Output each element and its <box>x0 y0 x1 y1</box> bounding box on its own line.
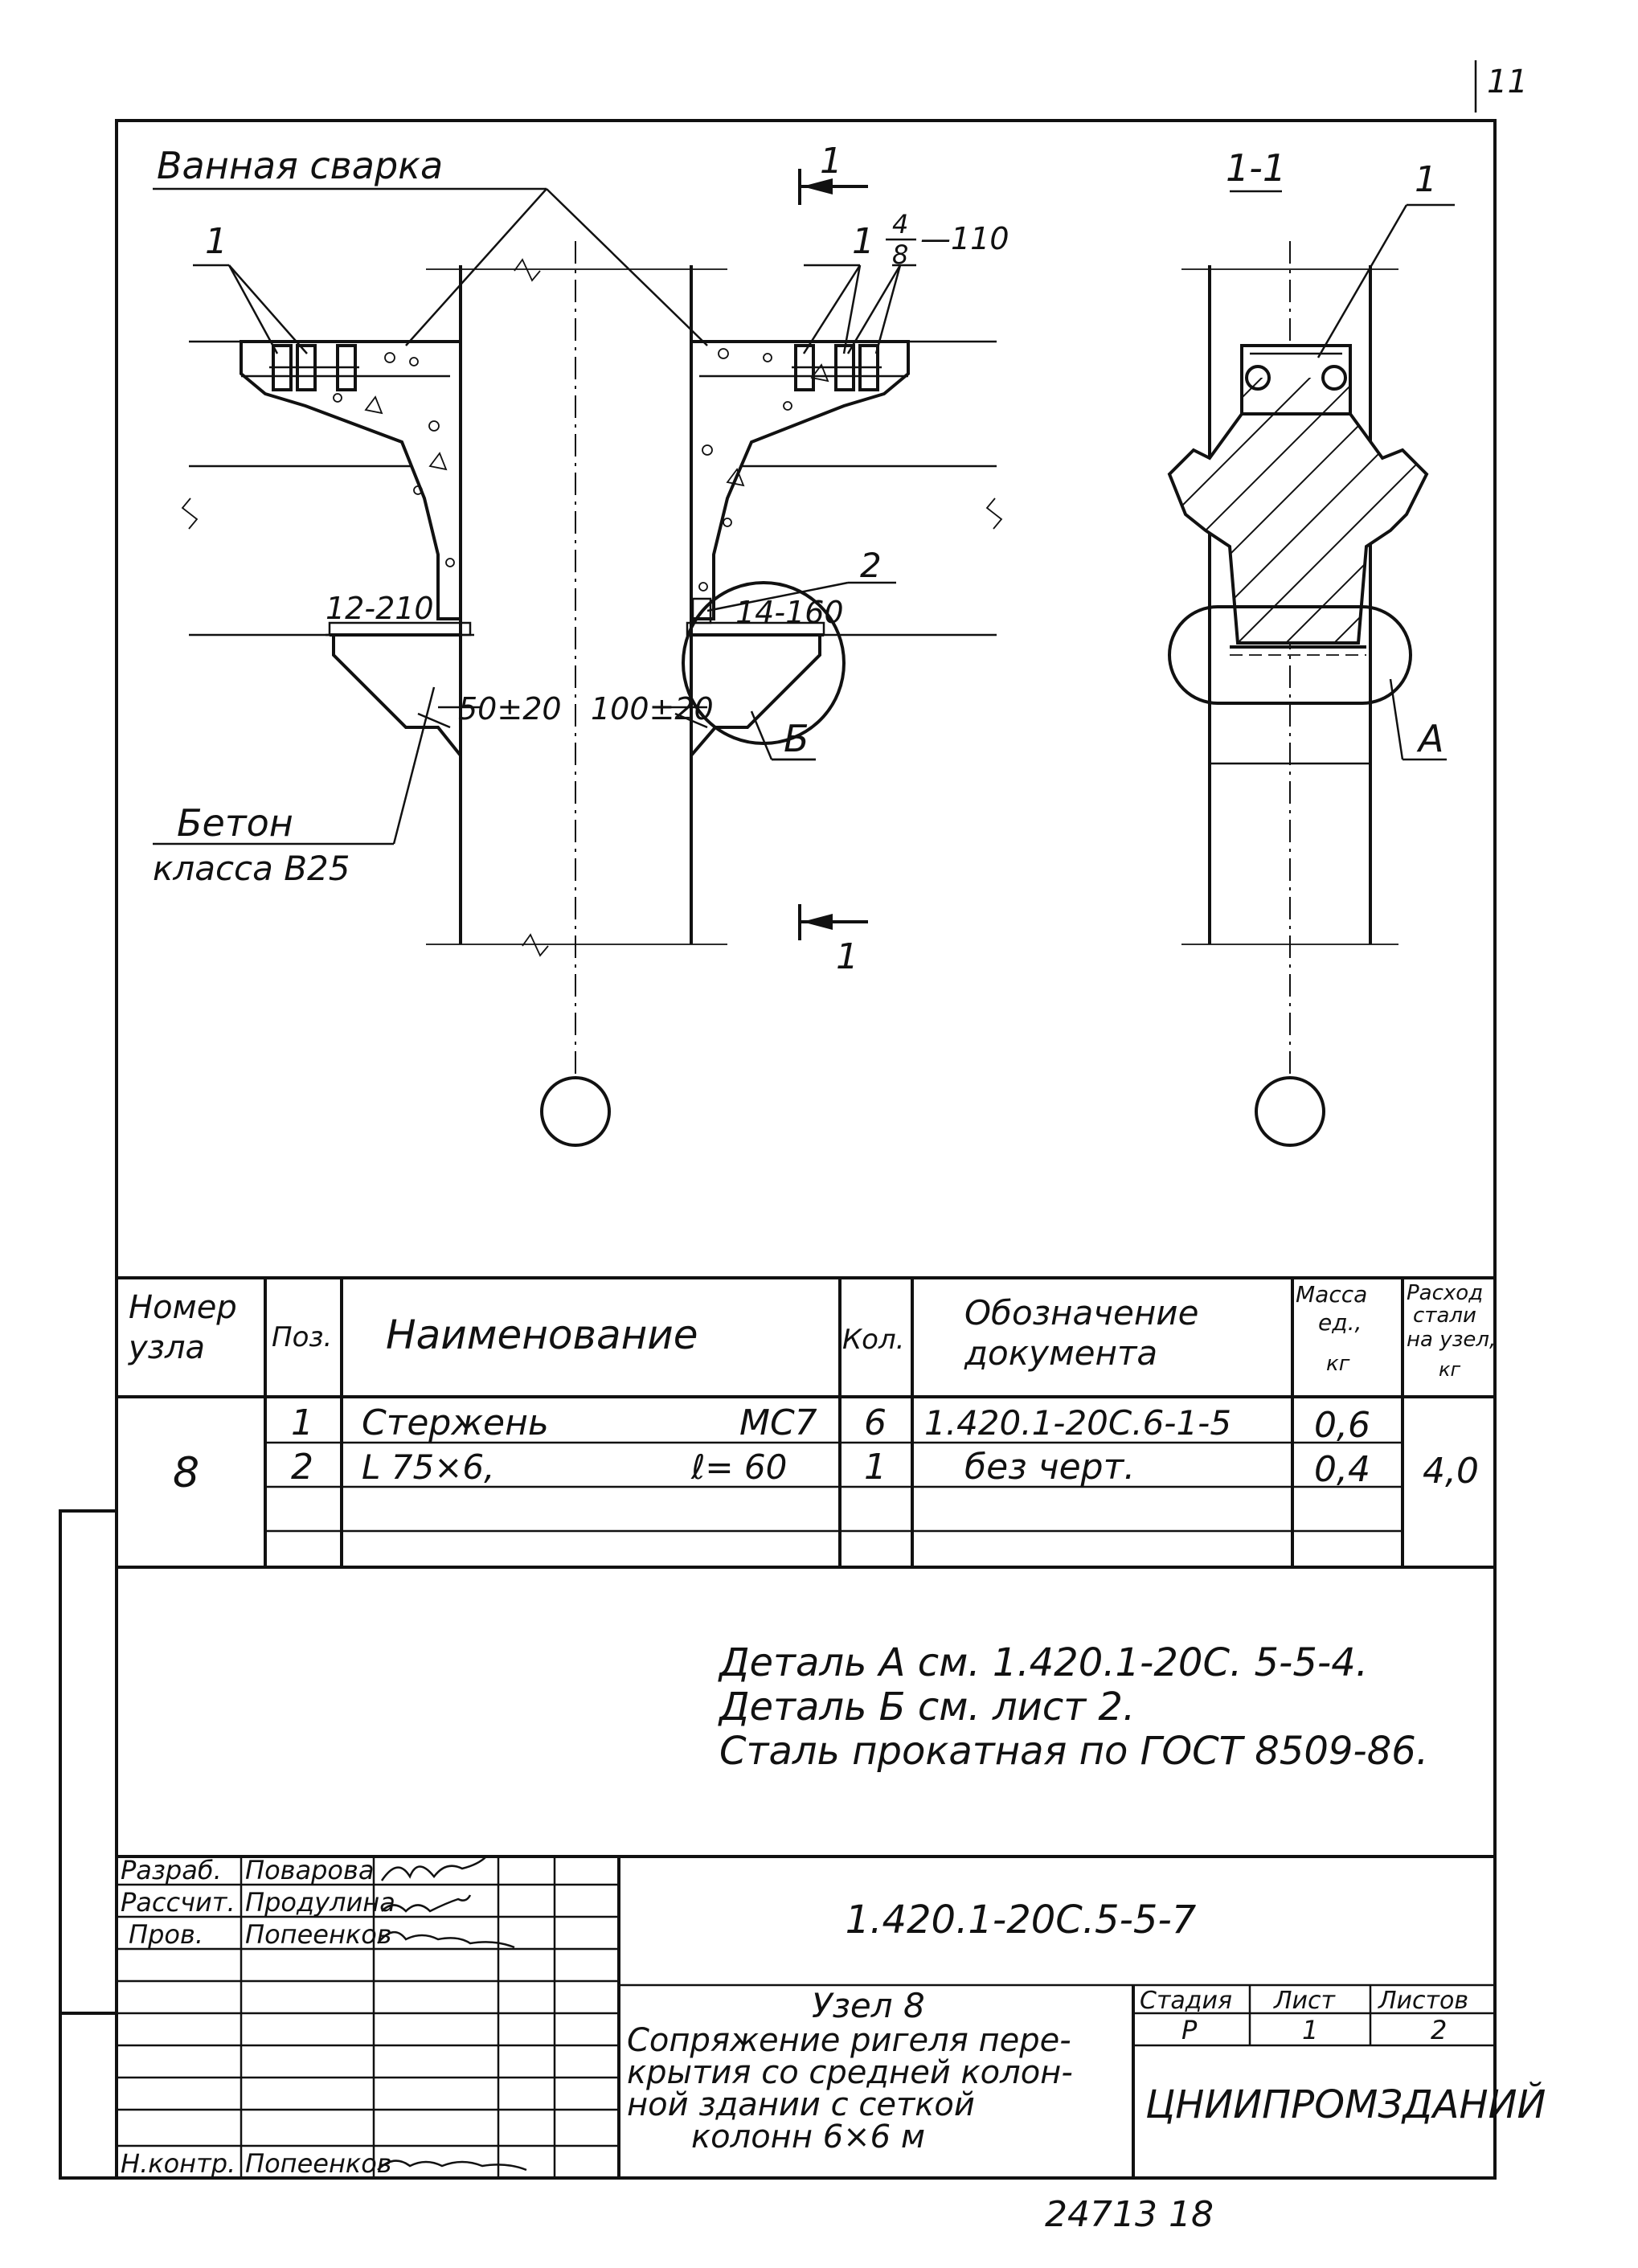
row2-mark: ℓ= 60 <box>690 1447 787 1487</box>
axis-bubble-section <box>1255 1076 1325 1147</box>
title-line-2: Сопряжение ригеля пере- <box>627 2022 1071 2059</box>
note-2: Деталь Б см. лист 2. <box>718 1685 1135 1730</box>
row2-name: L 75×6, <box>362 1447 494 1487</box>
role-7: Н.контр. <box>121 2148 235 2179</box>
title-line-3: крытия со средней колон- <box>627 2054 1073 2091</box>
section-mark-top: 1 <box>820 141 842 182</box>
dim-110: —110 <box>920 221 1009 256</box>
signature-norm-control <box>377 2160 527 2172</box>
dim-50: 50±20 <box>458 691 562 727</box>
footer-number: 24713 18 <box>1045 2194 1214 2235</box>
detail-a-label: А <box>1416 717 1443 760</box>
row2-doc: без черт. <box>964 1447 1135 1488</box>
row1-qty: 6 <box>864 1402 887 1443</box>
right-beam-end <box>690 340 910 620</box>
signature-checker <box>377 1931 515 1949</box>
name-7: Попеенков <box>245 2148 392 2179</box>
row1-pos: 1 <box>291 1402 313 1443</box>
position-1-right-label: 1 <box>852 221 874 262</box>
left-beam-end <box>240 340 462 620</box>
dim-100: 100±20 <box>591 691 714 727</box>
name-1: Продулина <box>245 1887 395 1918</box>
header-mass-3: кг <box>1326 1352 1350 1376</box>
node-number: 8 <box>173 1449 199 1497</box>
header-node-2: узла <box>128 1329 205 1366</box>
notes: Деталь А см. 1.420.1-20С. 5-5-4. Деталь … <box>718 1640 1428 1774</box>
section-position-1: 1 <box>1415 159 1437 200</box>
detail-a-callout-outline <box>1168 605 1412 705</box>
stage-value: Р <box>1181 2015 1198 2045</box>
title-line-1: Узел 8 <box>812 1986 925 2025</box>
header-pos: Поз. <box>272 1321 332 1353</box>
detail-b-label: Б <box>784 717 809 760</box>
header-doc-1: Обозначение <box>964 1293 1198 1333</box>
name-0: Поварова <box>245 1855 374 1885</box>
fraction-top: 4 <box>892 209 908 239</box>
elevation-view: Ванная сварка 1 12-210 50±20 Бетон класс… <box>153 141 1009 1147</box>
doc-code: 1.420.1-20С.5-5-7 <box>846 1898 1197 1943</box>
note-3: Сталь прокатная по ГОСТ 8509-86. <box>719 1729 1428 1774</box>
role-2: Пров. <box>129 1919 203 1950</box>
signature-developer <box>380 1856 487 1881</box>
sheets-header: Листов <box>1378 1987 1468 2015</box>
signature-calculator <box>381 1894 472 1913</box>
drawing-frame <box>115 119 1497 2180</box>
sheet-value: 1 <box>1302 2015 1318 2045</box>
role-0: Разраб. <box>121 1855 222 1885</box>
row1-mass: 0,6 <box>1314 1405 1370 1446</box>
title-block: Разраб. Рассчит. Пров. Н.контр. Поварова… <box>117 1855 1546 2179</box>
consumption-total: 4,0 <box>1423 1451 1479 1492</box>
position-2-label: 2 <box>860 546 882 585</box>
sheets-value: 2 <box>1431 2015 1447 2045</box>
sheet-header: Лист <box>1273 1987 1337 2015</box>
section-title: 1-1 <box>1226 146 1286 190</box>
section-1-1-view: 1-1 1 А <box>1167 146 1455 1147</box>
dim-14-160: 14-160 <box>735 595 844 630</box>
header-cons-4: кг <box>1439 1358 1460 1381</box>
header-node-1: Номер <box>129 1289 237 1326</box>
header-cons-3: на узел, <box>1407 1328 1496 1352</box>
concrete-label-1: Бетон <box>177 801 293 845</box>
binding-strip <box>59 1509 118 2180</box>
specification-table: Номер узла Поз. Наименование Кол. Обозна… <box>117 1276 1496 1569</box>
position-1-left-label: 1 <box>205 221 227 262</box>
row1-name: Стержень <box>362 1402 549 1443</box>
title-line-5: колонн 6×6 м <box>691 2119 925 2155</box>
header-cons-1: Расход <box>1407 1281 1483 1305</box>
section-mark-bottom: 1 <box>836 936 858 977</box>
row1-mark: МС7 <box>739 1402 817 1443</box>
note-1: Деталь А см. 1.420.1-20С. 5-5-4. <box>718 1640 1368 1685</box>
row2-mass: 0,4 <box>1314 1449 1370 1490</box>
role-1: Рассчит. <box>121 1887 235 1918</box>
left-console <box>332 633 462 757</box>
rebar-group-right <box>792 344 882 391</box>
row2-qty: 1 <box>864 1447 887 1488</box>
corner-sheet-mark: 11 <box>1487 63 1528 100</box>
row1-doc: 1.420.1-20С.6-1-5 <box>924 1403 1231 1443</box>
rebar-group-left <box>269 344 359 391</box>
header-mass-1: Масса <box>1296 1281 1367 1308</box>
detail-b-callout-circle <box>682 581 846 745</box>
concrete-label-2: класса В25 <box>153 849 350 888</box>
organization: ЦНИИПРОМЗДАНИЙ <box>1145 2082 1546 2127</box>
row2-pos: 2 <box>291 1447 313 1488</box>
header-cons-2: стали <box>1413 1304 1476 1328</box>
weld-label: Ванная сварка <box>157 144 443 187</box>
name-2: Попеенков <box>245 1919 392 1950</box>
header-doc-2: документа <box>964 1333 1157 1373</box>
header-name: Наименование <box>386 1312 698 1358</box>
title-line-4: ной здании с сеткой <box>627 2086 975 2123</box>
stage-header: Стадия <box>1140 1987 1232 2015</box>
header-qty: Кол. <box>842 1324 904 1356</box>
axis-bubble <box>540 1076 611 1147</box>
fraction-bottom: 8 <box>892 239 908 270</box>
dim-12-210: 12-210 <box>326 591 434 626</box>
header-mass-2: ед., <box>1318 1309 1362 1336</box>
